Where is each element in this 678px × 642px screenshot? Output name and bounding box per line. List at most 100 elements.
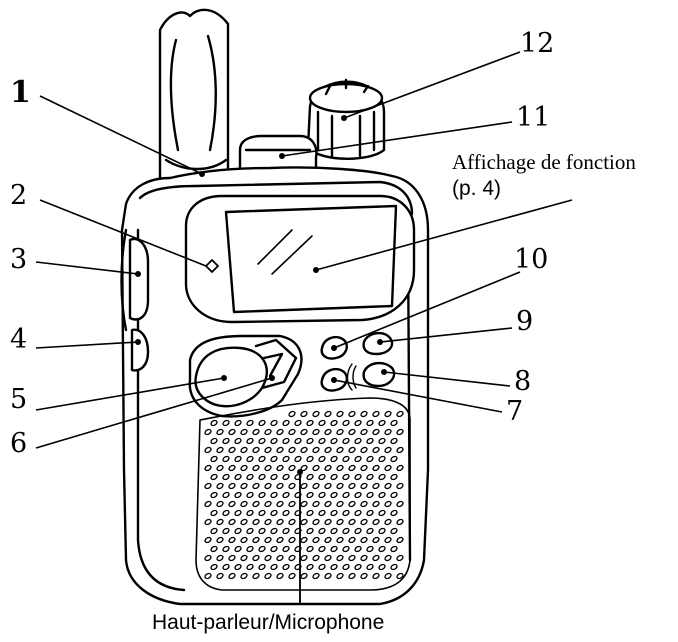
grille-hole — [342, 545, 350, 553]
grille-hole — [330, 527, 338, 535]
grille-hole — [354, 419, 362, 427]
grille-hole — [312, 572, 320, 580]
grille-hole — [210, 455, 218, 463]
callout-9: 9 — [516, 306, 534, 337]
grille-hole — [300, 482, 308, 490]
grille-hole — [360, 482, 368, 490]
grille-hole — [342, 419, 350, 427]
grille-hole — [390, 545, 398, 553]
grille-hole — [390, 563, 398, 571]
grille-hole — [264, 572, 272, 580]
leader-2 — [39, 199, 207, 267]
grille-hole — [324, 482, 332, 490]
grille-hole — [360, 518, 368, 526]
grille-hole — [252, 572, 260, 580]
leader-dots — [135, 115, 387, 475]
grille-hole — [318, 527, 326, 535]
speaker-mic-label: Haut-parleur/Microphone — [152, 611, 385, 634]
grille-hole — [258, 545, 266, 553]
grille-hole — [306, 473, 314, 481]
grille-hole — [228, 518, 236, 526]
grille-hole — [360, 464, 368, 472]
grille-hole — [324, 446, 332, 454]
grille-hole — [240, 428, 248, 436]
grille-hole — [300, 446, 308, 454]
leader-8 — [383, 371, 511, 387]
grille-hole — [240, 500, 248, 508]
grille-hole — [252, 500, 260, 508]
grille-hole — [378, 491, 386, 499]
grille-hole — [330, 545, 338, 553]
grille-hole — [336, 482, 344, 490]
grille-hole — [306, 491, 314, 499]
grille-hole — [306, 437, 314, 445]
grille-hole — [210, 419, 218, 427]
grille-hole — [216, 446, 224, 454]
grille-hole — [330, 491, 338, 499]
grille-hole — [216, 500, 224, 508]
grille-hole — [306, 509, 314, 517]
grille-hole — [252, 464, 260, 472]
grille-hole — [342, 527, 350, 535]
grille-hole — [318, 419, 326, 427]
joystick — [188, 334, 303, 418]
grille-hole — [324, 554, 332, 562]
callout-1: 1 — [10, 75, 31, 110]
grille-hole — [330, 419, 338, 427]
grille-hole — [222, 509, 230, 517]
grille-hole — [276, 536, 284, 544]
grille-hole — [342, 491, 350, 499]
grille-hole — [252, 482, 260, 490]
grille-hole — [240, 572, 248, 580]
grille-hole — [216, 536, 224, 544]
grille-hole — [330, 563, 338, 571]
grille-hole — [288, 572, 296, 580]
grille-hole — [282, 455, 290, 463]
grille-hole — [348, 500, 356, 508]
grille-hole — [294, 437, 302, 445]
grille-hole — [312, 554, 320, 562]
grille-hole — [240, 446, 248, 454]
grille-hole — [276, 500, 284, 508]
grille-hole — [240, 518, 248, 526]
grille-hole — [246, 437, 254, 445]
grille-hole — [366, 419, 374, 427]
grille-hole — [354, 545, 362, 553]
grille-hole — [318, 563, 326, 571]
grille-hole — [270, 419, 278, 427]
grille-hole — [294, 419, 302, 427]
grille-hole — [330, 455, 338, 463]
grille-hole — [276, 482, 284, 490]
grille-hole — [330, 509, 338, 517]
grille-hole — [336, 500, 344, 508]
grille-hole — [264, 518, 272, 526]
grille-hole — [360, 500, 368, 508]
grille-hole — [228, 554, 236, 562]
grille-hole — [234, 473, 242, 481]
grille-hole — [204, 446, 212, 454]
grille-hole — [378, 509, 386, 517]
grille-hole — [228, 572, 236, 580]
grille-hole — [396, 428, 404, 436]
callout-4: 4 — [10, 324, 28, 355]
grille-hole — [222, 437, 230, 445]
grille-hole — [384, 482, 392, 490]
grille-hole — [366, 545, 374, 553]
grille-hole — [216, 482, 224, 490]
grille-hole — [276, 446, 284, 454]
grille-hole — [288, 446, 296, 454]
callout-8: 8 — [514, 366, 532, 397]
grille-hole — [366, 509, 374, 517]
grille-hole — [378, 437, 386, 445]
grille-hole — [324, 536, 332, 544]
grille-hole — [258, 419, 266, 427]
grille-hole — [282, 509, 290, 517]
leader-9 — [379, 327, 513, 343]
grille-hole — [384, 500, 392, 508]
grille-hole — [336, 410, 344, 418]
grille-hole — [276, 428, 284, 436]
grille-hole — [264, 428, 272, 436]
grille-hole — [216, 554, 224, 562]
grille-hole — [258, 491, 266, 499]
grille-hole — [234, 545, 242, 553]
